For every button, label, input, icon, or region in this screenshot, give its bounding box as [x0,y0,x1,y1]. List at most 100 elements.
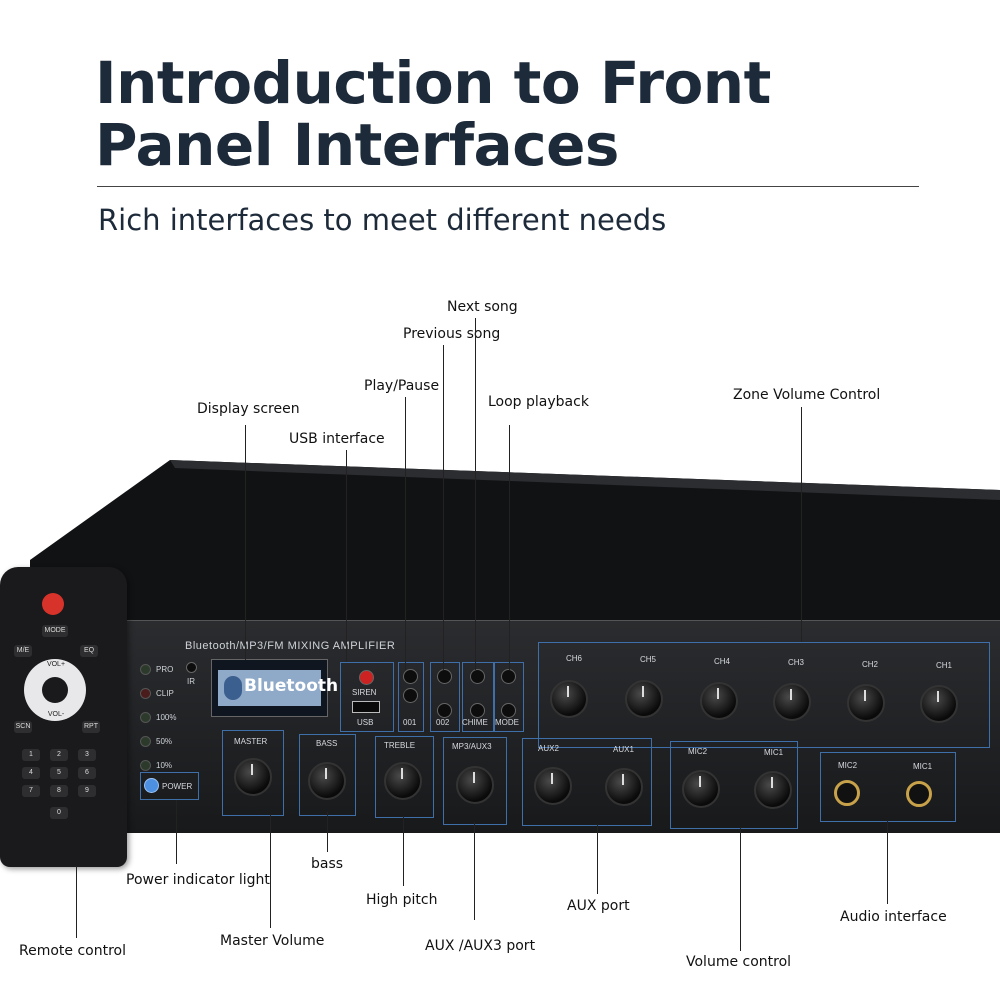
next-button[interactable] [470,669,485,684]
zone-box [538,642,990,748]
leader-remote-control [76,866,77,938]
callout-display-screen: Display screen [197,401,300,417]
ch1-label: CH1 [936,661,953,670]
leader-zone-volume [801,407,802,642]
mic1-jack[interactable] [906,781,932,807]
led-100 [140,712,151,723]
ch2-knob[interactable] [847,684,885,722]
leader-bass [327,812,328,852]
bluetooth-icon [224,676,242,700]
ch6-knob[interactable] [550,680,588,718]
ch6-label: CH6 [566,654,583,663]
ch3-label: CH3 [788,658,805,667]
led-50-label: 50% [156,737,173,746]
callout-volume-control: Volume control [686,954,792,970]
panel-model: Bluetooth/MP3/FM MIXING AMPLIFIER [185,640,396,652]
mp3-aux3-knob[interactable] [456,766,494,804]
aux2-knob[interactable] [534,767,572,805]
leader-aux-aux3-port [474,822,475,920]
callout-audio-interface: Audio interface [840,909,947,925]
siren-label: SIREN [352,688,377,697]
remote-power-button[interactable] [42,593,64,615]
ch5-knob[interactable] [625,680,663,718]
loop-button[interactable] [501,669,516,684]
remote-mode-button[interactable]: MODE [42,625,68,637]
ch5-label: CH5 [640,655,657,664]
remote-rpt-button[interactable]: RPT [82,721,100,733]
subtitle: Rich interfaces to meet different needs [98,203,667,237]
siren-button[interactable] [359,670,374,685]
leader-high-pitch [403,816,404,886]
mic-volume-box [670,741,798,829]
ch4-knob[interactable] [700,682,738,720]
mic2-jack[interactable] [834,780,860,806]
next-button-2[interactable] [470,703,485,718]
leader-previous-song [443,345,444,670]
callout-previous-song: Previous song [403,326,501,342]
treble-box [375,736,434,818]
treble-label: TREBLE [384,741,416,750]
mic2-knob[interactable] [682,770,720,808]
previous-button[interactable] [437,669,452,684]
led-pro-label: PRO [156,665,174,674]
remote-eq-button[interactable]: EQ [80,645,98,657]
remote-key-0[interactable]: 0 [50,807,68,819]
play-pause-button-2[interactable] [403,688,418,703]
remote-key-6[interactable]: 6 [78,767,96,779]
remote-mute-button[interactable]: M/E [14,645,32,657]
chime-label: CHIME [462,718,488,727]
power-button[interactable] [144,778,159,793]
usb-port[interactable] [352,701,380,713]
usb-label: USB [357,718,374,727]
remote-vol-up[interactable]: VOL+ [46,661,66,668]
remote-key-3[interactable]: 3 [78,749,96,761]
mic1-knob[interactable] [754,771,792,809]
mic1-jack-label: MIC1 [913,762,933,771]
ch4-label: CH4 [714,657,731,666]
aux1-label: AUX1 [613,745,634,754]
leader-power-indicator [176,800,177,864]
master-knob[interactable] [234,758,272,796]
bass-knob[interactable] [308,762,346,800]
led-10-label: 10% [156,761,173,770]
remote-scn-button[interactable]: SCN [14,721,32,733]
next-box [462,662,494,732]
display-screen: Bluetooth [211,659,338,717]
remote-key-4[interactable]: 4 [22,767,40,779]
leader-play-pause [405,397,406,670]
remote-key-9[interactable]: 9 [78,785,96,797]
ch3-knob[interactable] [773,683,811,721]
mic2-jack-label: MIC2 [838,761,858,770]
remote-key-2[interactable]: 2 [50,749,68,761]
title-line-2: Panel Interfaces [95,111,619,179]
page-title: Introduction to Front Panel Interfaces [95,52,771,176]
leader-aux-port [597,824,598,894]
jack-box [820,752,956,822]
display-text: Bluetooth [244,676,339,696]
siren-usb-box [340,662,394,732]
led-100-label: 100% [156,713,177,722]
callout-aux-aux3-port: AUX /AUX3 port [425,938,536,954]
callout-master-volume: Master Volume [220,933,325,949]
remote-key-8[interactable]: 8 [50,785,68,797]
prev-box [430,662,460,732]
ch2-label: CH2 [862,660,879,669]
bass-label: BASS [316,739,338,748]
title-divider [97,186,919,187]
remote-key-7[interactable]: 7 [22,785,40,797]
remote-play-center[interactable] [42,677,68,703]
leader-usb-interface [346,450,347,662]
btn-001-label: 001 [403,718,417,727]
play-pause-button[interactable] [403,669,418,684]
ch1-knob[interactable] [920,685,958,723]
remote-vol-down[interactable]: VOL- [47,711,65,718]
leader-next-song [475,318,476,670]
remote-key-5[interactable]: 5 [50,767,68,779]
remote-dpad[interactable] [24,659,86,721]
callout-aux-port: AUX port [567,898,630,914]
previous-button-2[interactable] [437,703,452,718]
aux1-knob[interactable] [605,768,643,806]
loop-button-2[interactable] [501,703,516,718]
remote-key-1[interactable]: 1 [22,749,40,761]
treble-knob[interactable] [384,762,422,800]
